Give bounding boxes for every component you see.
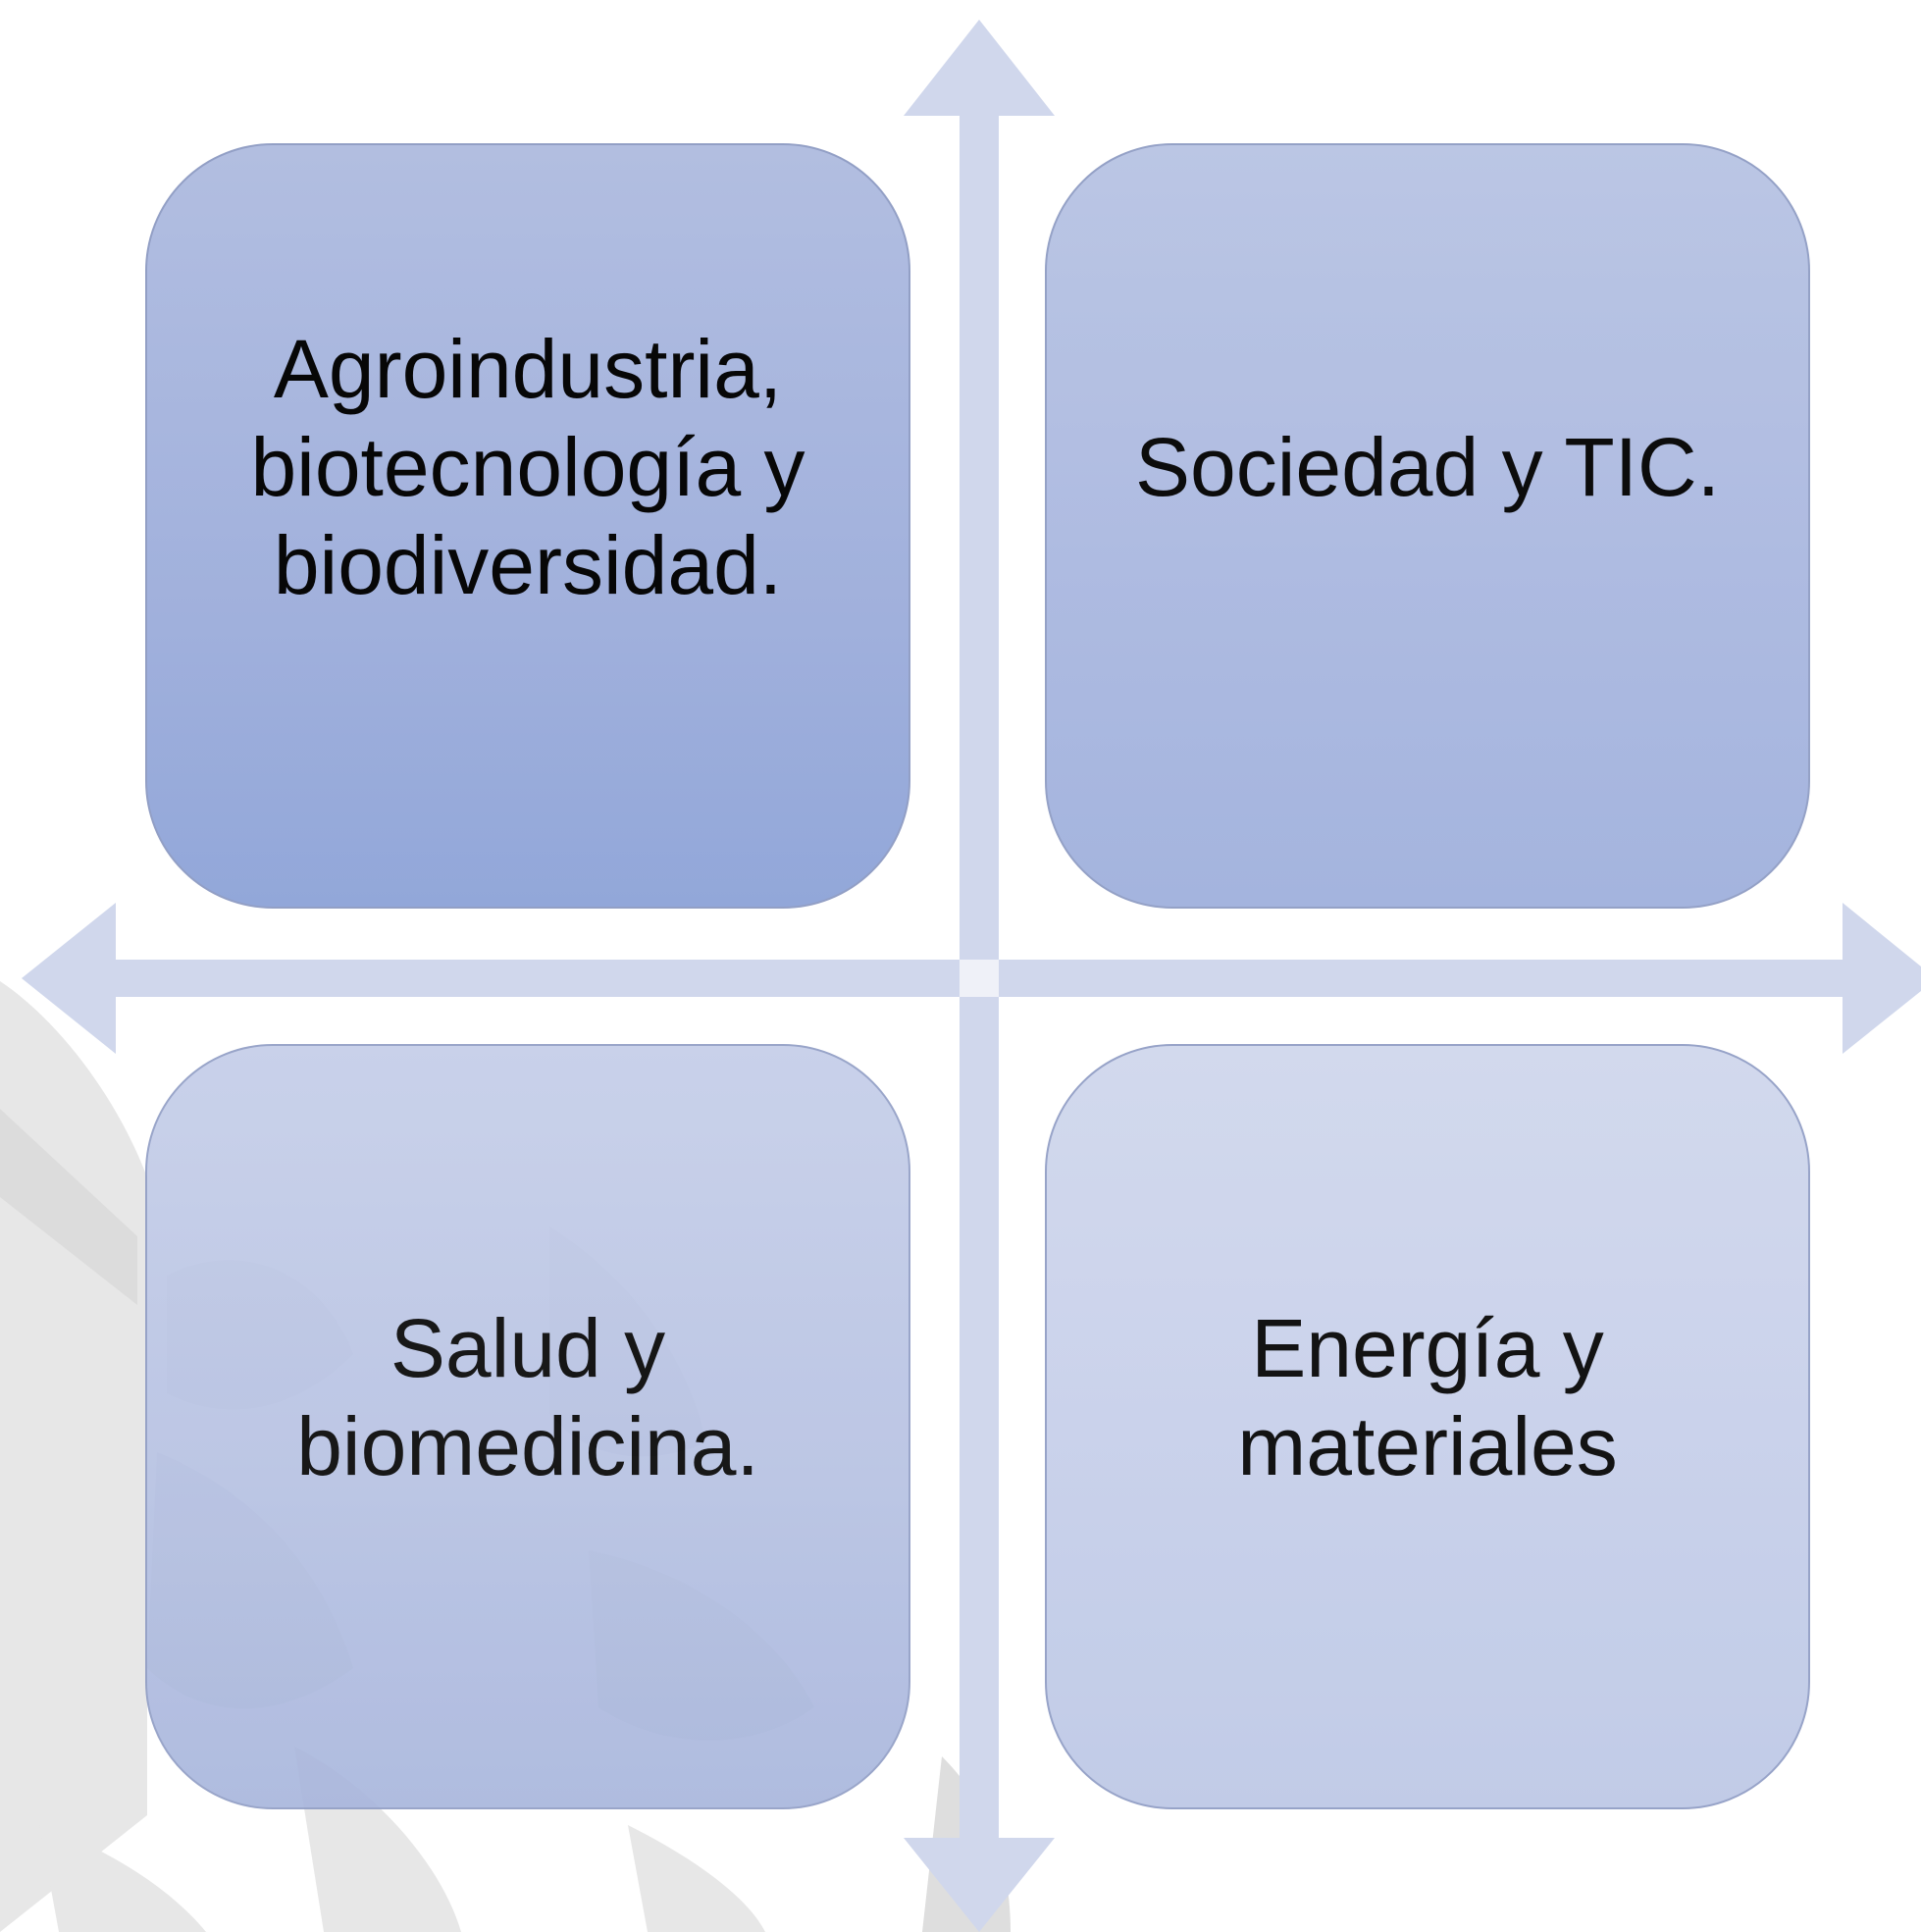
quadrant-top-left: Agroindustria, biotecnología y biodivers… <box>145 143 910 909</box>
quadrant-top-right-label: Sociedad y TIC. <box>1134 421 1721 513</box>
up-arrowhead <box>904 20 1055 116</box>
quadrant-top-left-label: Agroindustria, biotecnología y biodivers… <box>250 323 805 611</box>
left-arrowhead <box>22 903 116 1054</box>
quadrant-bottom-right: Energía y materiales <box>1045 1044 1810 1809</box>
quadrant-bottom-left-label: Salud y biomedicina. <box>296 1302 759 1492</box>
quadrant-top-right: Sociedad y TIC. <box>1045 143 1810 909</box>
down-arrowhead <box>904 1838 1055 1932</box>
right-arrowhead <box>1843 903 1921 1054</box>
axis-center-gap <box>960 960 999 997</box>
quadrant-bottom-right-label: Energía y materiales <box>1237 1302 1618 1492</box>
quadrant-bottom-left: Salud y biomedicina. <box>145 1044 910 1809</box>
